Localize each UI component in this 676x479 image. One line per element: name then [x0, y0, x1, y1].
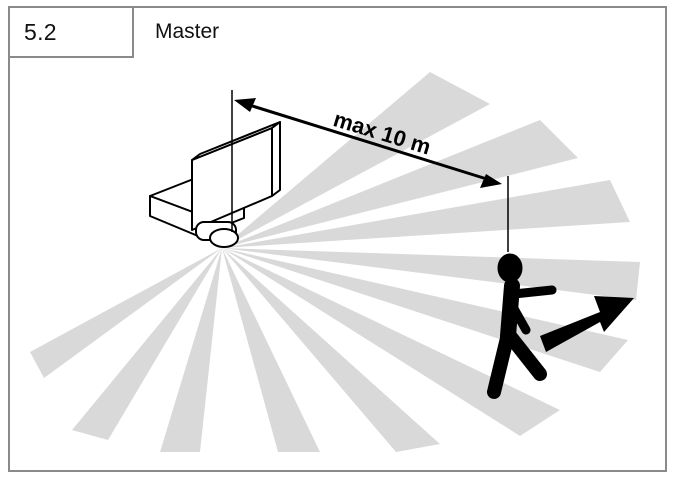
- beam-ray: [222, 120, 578, 248]
- beam-ray: [160, 248, 222, 452]
- detection-beams: [30, 72, 640, 452]
- arrowhead-right: [480, 174, 502, 188]
- distance-arrow: [234, 98, 502, 188]
- motion-sensor: [209, 228, 239, 248]
- reference-lines: [231, 90, 509, 252]
- arrowhead-left: [234, 98, 256, 112]
- beam-ray: [222, 248, 320, 452]
- beam-ray: [222, 248, 640, 300]
- beam-ray: [222, 248, 440, 452]
- walking-person-icon: [487, 253, 557, 399]
- walking-direction-arrow: [540, 296, 634, 352]
- section-title: Master: [155, 20, 220, 43]
- beam-ray: [222, 180, 630, 248]
- beam-ray: [222, 248, 628, 372]
- beam-ray: [222, 248, 560, 436]
- light-panel-side: [271, 121, 281, 197]
- section-number: 5.2: [10, 8, 134, 58]
- beam-ray: [72, 248, 222, 440]
- beam-ray: [30, 248, 222, 378]
- lamp-unit: [149, 121, 281, 248]
- beam-ray: [222, 72, 490, 248]
